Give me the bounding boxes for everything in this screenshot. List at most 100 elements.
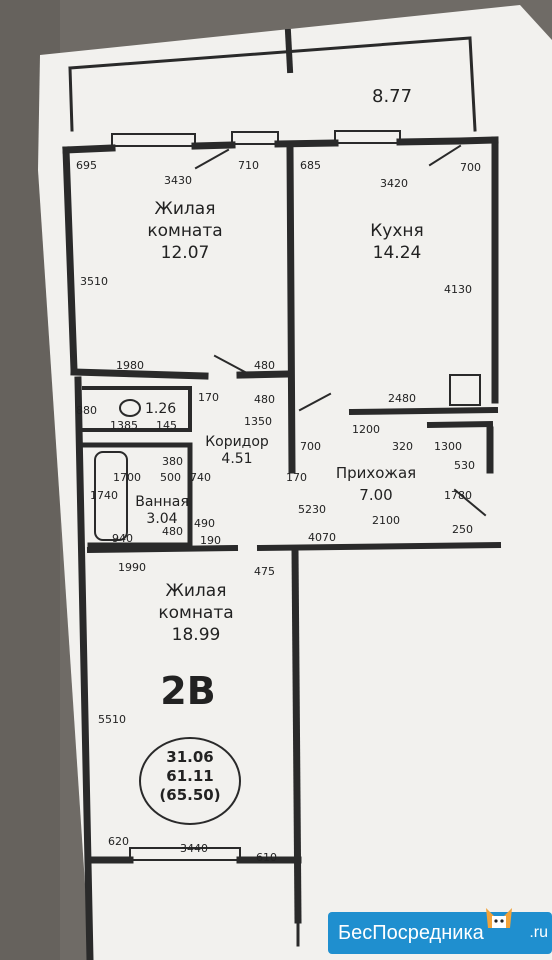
dim-label: 380 [162, 455, 183, 468]
dim-label: 480 [254, 359, 275, 372]
balcony-outline [68, 36, 477, 132]
dim-label: 320 [392, 440, 413, 453]
dim-label: 880 [76, 404, 97, 417]
dim-label: 1990 [118, 561, 146, 574]
dim-label: 620 [108, 835, 129, 848]
room-kitchen-name: Кухня [370, 221, 424, 241]
dim-label: 5230 [298, 503, 326, 516]
dim-label: 1980 [116, 359, 144, 372]
room-hallway-label: Прихожая 7.00 [336, 462, 416, 506]
door-kitchen [298, 392, 332, 412]
dim-label: 490 [194, 517, 215, 530]
balcony-divider [284, 28, 294, 74]
areas-circle [139, 737, 241, 825]
partition-room1-kitchen [286, 144, 296, 474]
dim-label: 700 [460, 161, 481, 174]
dim-label: 700 [300, 440, 321, 453]
dim-label: 1350 [244, 415, 272, 428]
toilet [119, 399, 141, 417]
room-bathroom-label: Ванная 3.04 [135, 494, 189, 528]
dim-label: 4070 [308, 531, 336, 544]
dim-label: 1300 [434, 440, 462, 453]
room2-top-wall [86, 541, 502, 554]
room-kitchen-area: 14.24 [372, 243, 422, 263]
room2-right-wall [291, 546, 302, 924]
dim-label: 1200 [352, 423, 380, 436]
dim-label: 1700 [113, 471, 141, 484]
dim-label: 170 [286, 471, 307, 484]
dim-label: 170 [198, 391, 219, 404]
room-living-1-label: Жилая комната 12.07 [147, 198, 222, 264]
dim-label: 695 [76, 159, 97, 172]
watermark-text: БесПосредника [338, 921, 484, 944]
door-balcony-1 [194, 148, 230, 170]
dim-label: 145 [156, 419, 177, 432]
dim-label: 530 [454, 459, 475, 472]
stove-symbol [449, 374, 481, 406]
dim-label: 190 [200, 534, 221, 547]
dim-label: 1780 [444, 489, 472, 502]
balcony-area: 8.77 [372, 86, 413, 107]
room-living-1-line2: комната [147, 221, 223, 241]
areas-block: 31.06 61.11 (65.50) [159, 748, 220, 805]
dim-label: 2480 [388, 392, 416, 405]
room-living-2-label: Жилая комната 18.99 [158, 580, 233, 646]
room-kitchen-label: Кухня 14.24 [370, 220, 424, 264]
window-kitchen [334, 130, 401, 144]
dim-label: 5510 [98, 713, 126, 726]
window-room1 [111, 133, 196, 147]
door-room1 [213, 354, 247, 374]
apartment-type: 2B [160, 669, 216, 713]
room-living-1-area: 12.07 [160, 243, 210, 263]
dim-label: 3510 [80, 275, 108, 288]
room-hallway-name: Прихожая [335, 464, 417, 482]
dim-label: 710 [238, 159, 259, 172]
room1-bottom-wall [70, 368, 294, 380]
bathtub [94, 451, 128, 541]
dim-label: 480 [254, 393, 275, 406]
wc-walls [82, 386, 192, 432]
room-corridor-name: Коридор [205, 434, 269, 450]
dim-label: 3420 [380, 177, 408, 190]
dim-label: 3440 [180, 842, 208, 855]
exterior-right-wall [486, 136, 499, 474]
room-bathroom-area: 3.04 [146, 511, 178, 527]
dim-label: 2100 [372, 514, 400, 527]
window-room2 [129, 847, 241, 861]
dim-label: 475 [254, 565, 275, 578]
room-wc-area: 1.26 [145, 401, 177, 417]
total-area-with-balcony: (65.50) [159, 786, 221, 804]
dim-label: 1385 [110, 419, 138, 432]
total-area: 61.11 [166, 767, 214, 785]
dim-label: 685 [300, 159, 321, 172]
dim-label: 250 [452, 523, 473, 536]
dim-label: 940 [112, 532, 133, 545]
dim-label: 4130 [444, 283, 472, 296]
room-living-2-area: 18.99 [171, 625, 221, 645]
paper-sheet [38, 5, 552, 960]
dim-label: 1740 [90, 489, 118, 502]
room-living-1-line1: Жилая [154, 199, 216, 219]
room-living-2-line1: Жилая [165, 581, 227, 601]
bathroom-walls [81, 442, 193, 548]
watermark-tld: .ru [529, 924, 548, 941]
room-corridor-label: Коридор 4.51 [205, 434, 269, 468]
dim-label: 3430 [164, 174, 192, 187]
room-living-2-line2: комната [158, 603, 234, 623]
room-bathroom-name: Ванная [135, 494, 189, 510]
watermark-badge: БесПосредника .ru [328, 908, 552, 954]
living-area: 31.06 [166, 748, 214, 766]
dim-label: 500 [160, 471, 181, 484]
window-between [231, 131, 279, 145]
door-balcony-2 [428, 144, 462, 167]
exterior-top-wall [62, 136, 499, 154]
door-entry [453, 488, 487, 517]
dim-label: 480 [162, 525, 183, 538]
fox-mascot-icon [486, 908, 512, 928]
dim-label: 740 [190, 471, 211, 484]
kitchen-bottom-wall [348, 406, 499, 429]
room-corridor-area: 4.51 [221, 451, 253, 467]
dim-label: 610 [256, 851, 277, 864]
room-hallway-area: 7.00 [359, 486, 393, 504]
